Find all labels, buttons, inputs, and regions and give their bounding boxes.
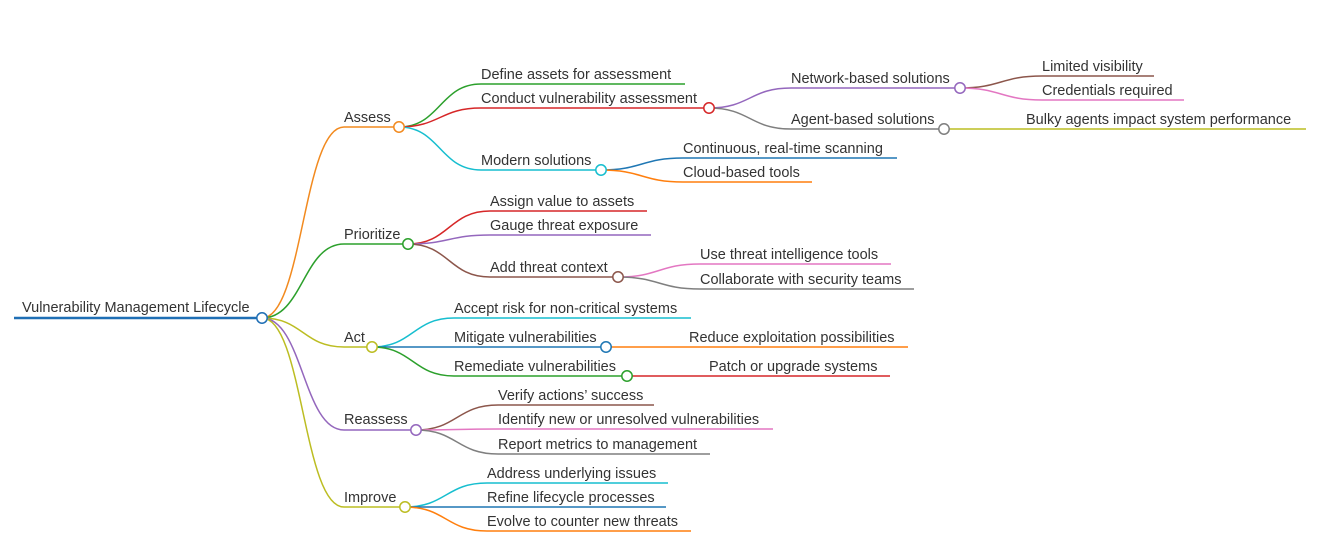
- node-label-agent-solutions: Agent-based solutions: [791, 112, 935, 128]
- node-label-act: Act: [344, 330, 365, 346]
- expand-toggle-agent-solutions[interactable]: [938, 123, 950, 135]
- connector-conduct-assessment: [398, 107, 482, 128]
- expand-toggle-root[interactable]: [256, 312, 268, 324]
- expand-toggle-conduct-assessment[interactable]: [703, 102, 715, 114]
- connector-layer: [261, 75, 1043, 532]
- expand-toggle-act[interactable]: [366, 341, 378, 353]
- node-label-report-metrics: Report metrics to management: [498, 437, 697, 453]
- node-label-network-solutions: Network-based solutions: [791, 71, 950, 87]
- connector-address-issues: [404, 482, 488, 508]
- node-label-gauge-exposure: Gauge threat exposure: [490, 218, 638, 234]
- expand-toggle-mitigate[interactable]: [600, 341, 612, 353]
- node-label-evolve-threats: Evolve to counter new threats: [487, 514, 678, 530]
- expand-toggle-improve[interactable]: [399, 501, 411, 513]
- node-label-limited-visibility: Limited visibility: [1042, 59, 1143, 75]
- expand-toggle-add-context[interactable]: [612, 271, 624, 283]
- node-label-add-context: Add threat context: [490, 260, 608, 276]
- connector-verify-success: [415, 404, 499, 431]
- node-circle-layer: [256, 82, 966, 513]
- node-label-patch-upgrade: Patch or upgrade systems: [709, 359, 877, 375]
- node-label-remediate: Remediate vulnerabilities: [454, 359, 616, 375]
- connector-report-metrics: [415, 429, 499, 455]
- connector-assess: [261, 126, 345, 319]
- expand-toggle-network-solutions[interactable]: [954, 82, 966, 94]
- connector-improve: [261, 317, 345, 508]
- node-label-improve: Improve: [344, 490, 396, 506]
- node-label-collaborate: Collaborate with security teams: [700, 272, 901, 288]
- expand-toggle-remediate[interactable]: [621, 370, 633, 382]
- connector-remediate: [371, 346, 455, 377]
- connector-assign-value: [407, 210, 491, 245]
- node-label-conduct-assessment: Conduct vulnerability assessment: [481, 91, 697, 107]
- connector-collaborate: [617, 276, 701, 290]
- connector-agent-solutions: [708, 107, 792, 130]
- node-label-cloud-tools: Cloud-based tools: [683, 165, 800, 181]
- expand-toggle-prioritize[interactable]: [402, 238, 414, 250]
- node-label-assess: Assess: [344, 110, 391, 126]
- connector-continuous-scanning: [600, 157, 684, 171]
- node-label-identify-new: Identify new or unresolved vulnerabiliti…: [498, 412, 759, 428]
- connector-limited-visibility: [959, 75, 1043, 89]
- node-label-credentials-required: Credentials required: [1042, 83, 1173, 99]
- node-label-reduce-exploitation: Reduce exploitation possibilities: [689, 330, 895, 346]
- expand-toggle-assess[interactable]: [393, 121, 405, 133]
- expand-toggle-modern-solutions[interactable]: [595, 164, 607, 176]
- node-label-refine-processes: Refine lifecycle processes: [487, 490, 655, 506]
- connector-gauge-exposure: [407, 234, 491, 245]
- underline-layer: [14, 75, 1306, 532]
- connector-act: [261, 317, 345, 348]
- node-label-modern-solutions: Modern solutions: [481, 153, 591, 169]
- node-label-address-issues: Address underlying issues: [487, 466, 656, 482]
- node-label-prioritize: Prioritize: [344, 227, 400, 243]
- connector-reassess: [261, 317, 345, 431]
- node-label-reassess: Reassess: [344, 412, 408, 428]
- node-label-mitigate: Mitigate vulnerabilities: [454, 330, 597, 346]
- connector-intel-tools: [617, 263, 701, 278]
- node-label-root: Vulnerability Management Lifecycle: [22, 300, 250, 316]
- connector-credentials-required: [959, 87, 1043, 101]
- connector-network-solutions: [708, 87, 792, 109]
- node-label-bulky-agents: Bulky agents impact system performance: [1026, 112, 1291, 128]
- expand-toggle-reassess[interactable]: [410, 424, 422, 436]
- connector-prioritize: [261, 243, 345, 319]
- node-label-define-assets: Define assets for assessment: [481, 67, 671, 83]
- connector-add-context: [407, 243, 491, 278]
- connector-modern-solutions: [398, 126, 482, 171]
- node-label-verify-success: Verify actions’ success: [498, 388, 643, 404]
- node-label-intel-tools: Use threat intelligence tools: [700, 247, 878, 263]
- connector-cloud-tools: [600, 169, 684, 183]
- node-label-assign-value: Assign value to assets: [490, 194, 634, 210]
- node-label-accept-risk: Accept risk for non-critical systems: [454, 301, 677, 317]
- connector-accept-risk: [371, 317, 455, 348]
- connector-define-assets: [398, 83, 482, 128]
- node-label-continuous-scanning: Continuous, real-time scanning: [683, 141, 883, 157]
- label-layer: Vulnerability Management Lifecycle Asses…: [22, 59, 1291, 530]
- connector-evolve-threats: [404, 506, 488, 532]
